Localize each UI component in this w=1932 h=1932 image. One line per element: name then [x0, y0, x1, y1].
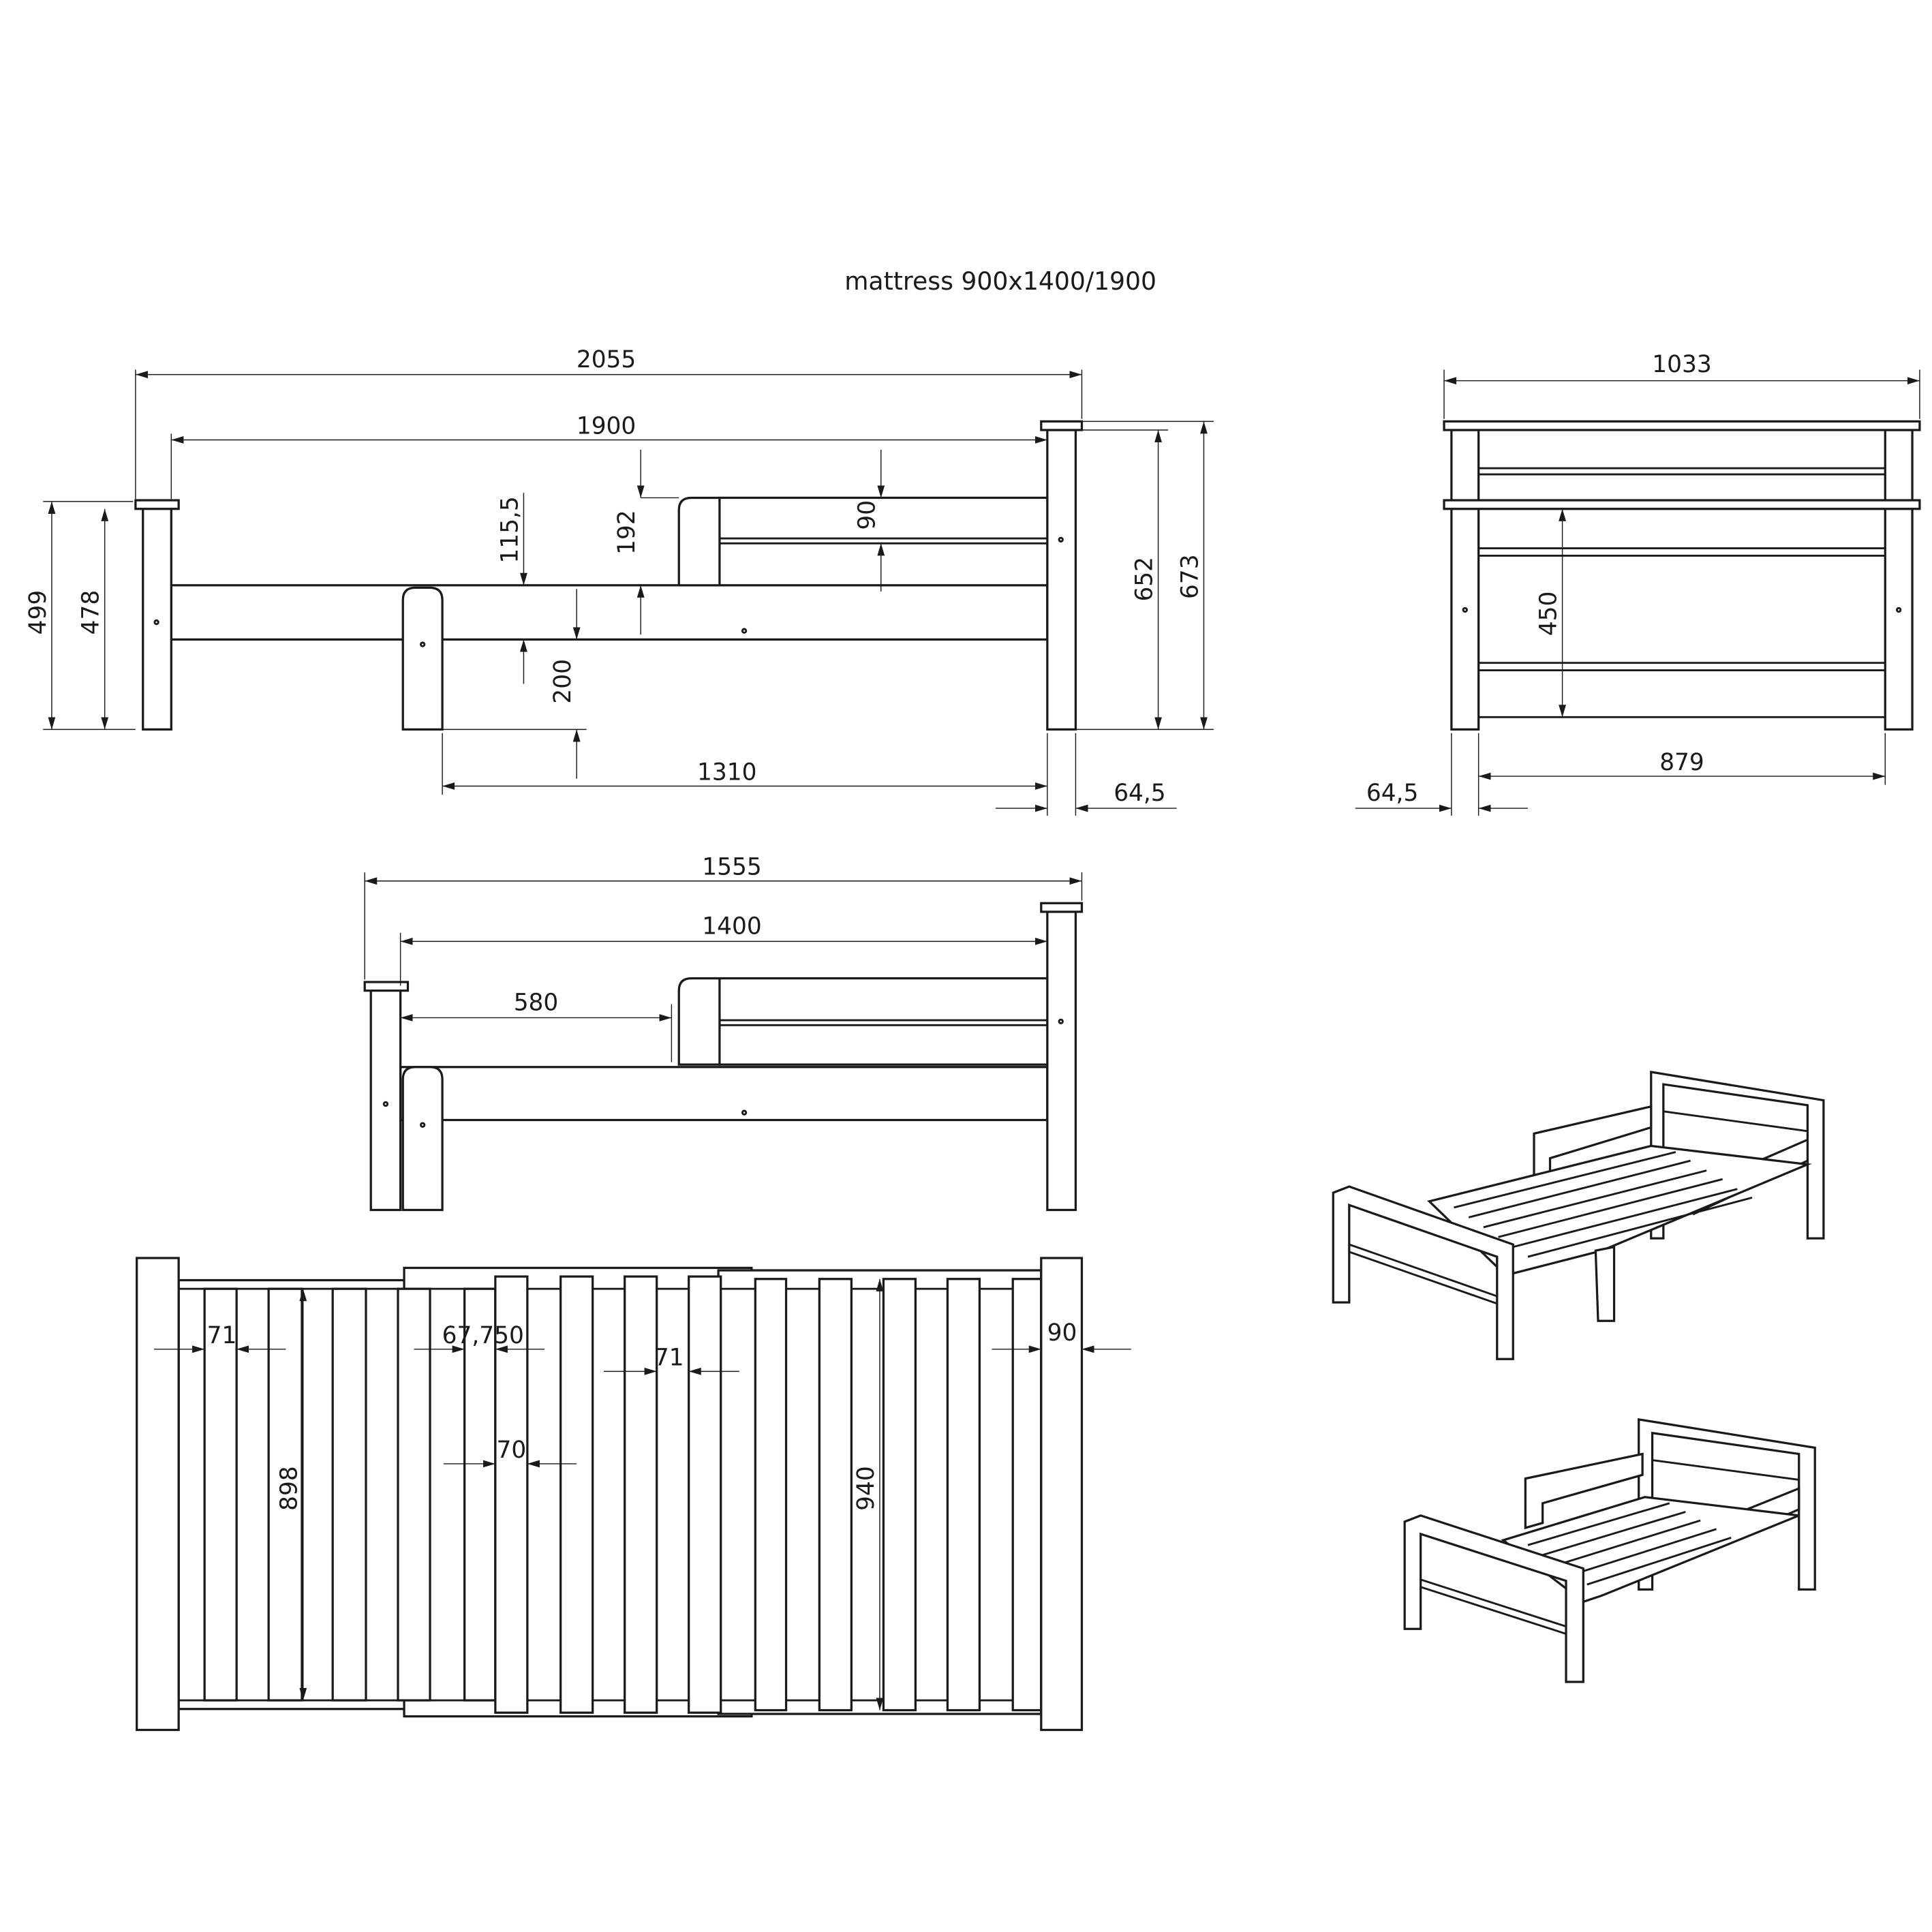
dim-1310: 1310 — [697, 758, 756, 786]
dim-200: 200 — [549, 659, 577, 704]
dim-478: 478 — [78, 590, 105, 635]
dim-90-end: 90 — [1047, 1319, 1077, 1347]
dim-879: 879 — [1659, 749, 1704, 776]
dim-940: 940 — [853, 1466, 880, 1511]
dim-580: 580 — [514, 990, 559, 1017]
dim-192: 192 — [613, 510, 641, 555]
dim-64-5-side: 64,5 — [1114, 780, 1165, 807]
dim-652: 652 — [1131, 557, 1159, 602]
dim-499: 499 — [25, 590, 52, 635]
top-view: 71 67,750 71 70 898 940 90 — [136, 1257, 1131, 1732]
side-view-extended: 2055 1900 499 478 652 673 115,5 192 90 2… — [25, 346, 1214, 816]
side-view-short: 1555 1400 580 — [363, 854, 1084, 1212]
dim-1900: 1900 — [577, 412, 636, 440]
drawing-title: mattress 900x1400/1900 — [844, 266, 1156, 296]
dim-70: 70 — [496, 1437, 526, 1464]
slats — [203, 1275, 1043, 1714]
dim-1033: 1033 — [1652, 351, 1711, 378]
dim-90: 90 — [854, 500, 881, 530]
dim-673: 673 — [1176, 554, 1203, 599]
dim-1400: 1400 — [702, 913, 761, 940]
isometric-extended — [1332, 1071, 1825, 1360]
dim-450: 450 — [1535, 592, 1563, 637]
dim-2055: 2055 — [577, 346, 636, 373]
isometric-short — [1403, 1417, 1816, 1683]
dim-71-left: 71 — [207, 1322, 237, 1349]
dim-115-5: 115,5 — [496, 496, 523, 563]
dim-64-5-end: 64,5 — [1366, 780, 1418, 807]
dim-1555: 1555 — [702, 854, 761, 881]
dim-67-750: 67,750 — [442, 1322, 524, 1349]
dim-71-mid: 71 — [654, 1344, 684, 1371]
end-view: 1033 450 879 64,5 — [1355, 351, 1921, 816]
dim-898: 898 — [276, 1466, 303, 1511]
